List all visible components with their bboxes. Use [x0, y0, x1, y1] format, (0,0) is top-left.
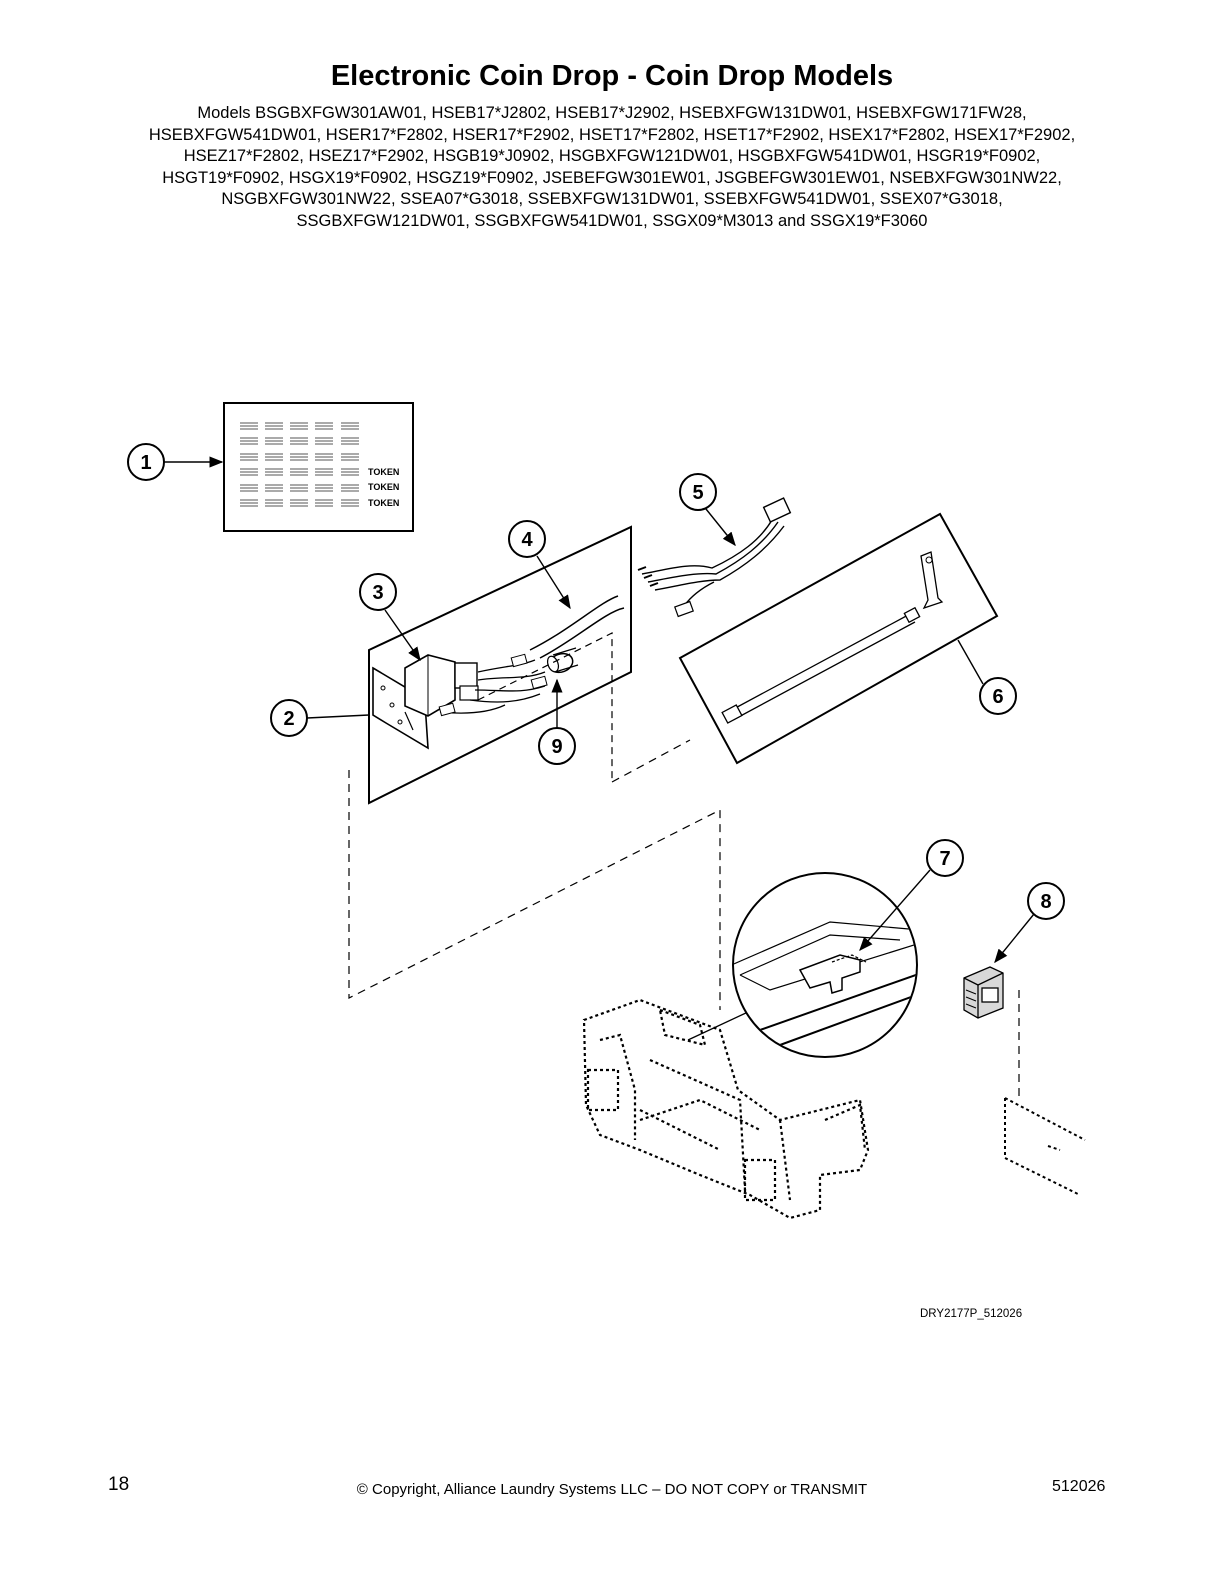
tie-strap-panel: [678, 512, 999, 765]
callout-1: 1: [140, 452, 151, 474]
coin-label-panel: TOKEN TOKEN TOKEN: [223, 402, 414, 532]
token-label: TOKEN: [368, 482, 399, 492]
callout-8: 8: [1040, 891, 1051, 913]
callouts: 1 2 3 4 5 6 7 8 9: [127, 443, 1065, 964]
callout-2: 2: [283, 708, 294, 730]
detail-magnifier: [687, 872, 918, 1058]
callout-4: 4: [521, 529, 533, 551]
figure-id: DRY2177P_512026: [920, 1308, 1023, 1320]
page-title: Electronic Coin Drop - Coin Drop Models: [330, 60, 894, 92]
model-line: SSGBXFGW121DW01, SSGBXFGW541DW01, SSGX09…: [296, 211, 928, 230]
token-label: TOKEN: [368, 467, 399, 477]
model-list: Models BSGBXFGW301AW01, HSEB17*J2802, HS…: [60, 103, 1164, 232]
placement-guide-lines: [348, 739, 1020, 1098]
machine-frame: [582, 998, 870, 1220]
token-label: TOKEN: [368, 498, 399, 508]
model-line: Models BSGBXFGW301AW01, HSEB17*J2802, HS…: [197, 104, 1027, 122]
callout-3: 3: [372, 582, 383, 604]
copyright-notice: © Copyright, Alliance Laundry Systems LL…: [356, 1481, 868, 1498]
coin-drop-assembly-panel: [368, 525, 632, 805]
callout-9: 9: [551, 736, 562, 758]
mounting-wall: [1004, 1097, 1086, 1196]
model-line: NSGBXFGW301NW22, SSEA07*G3018, SSEBXFGW1…: [221, 190, 1003, 208]
callout-7: 7: [939, 848, 950, 870]
model-line: HSEBXFGW541DW01, HSER17*F2802, HSER17*F2…: [148, 125, 1076, 144]
relay-component: [963, 966, 1004, 1019]
page-number: 18: [108, 1474, 130, 1495]
wire-harness: [637, 497, 792, 618]
callout-6: 6: [992, 686, 1003, 708]
callout-5: 5: [692, 482, 703, 504]
document-number: 512026: [1052, 1478, 1106, 1495]
model-line: HSGT19*F0902, HSGX19*F0902, HSGZ19*F0902…: [162, 168, 1062, 187]
model-line: HSEZ17*F2802, HSEZ17*F2902, HSGB19*J0902…: [183, 147, 1041, 165]
